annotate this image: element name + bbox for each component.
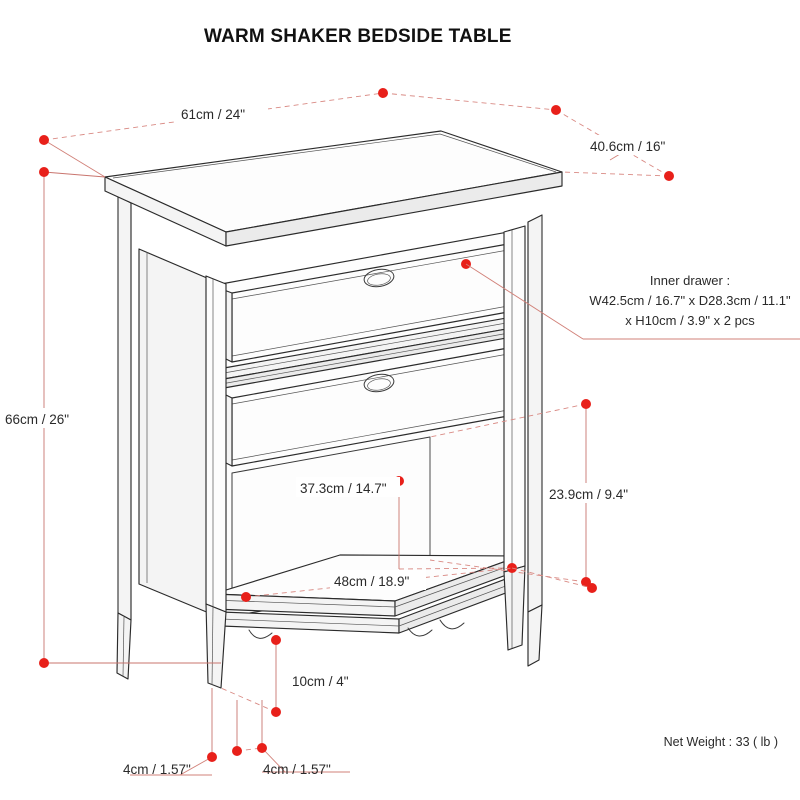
leg-front-left <box>205 275 227 689</box>
inner-drawer-note-line3: x H10cm / 3.9" x 2 pcs <box>625 313 755 328</box>
dim-label-depth: 40.6cm / 16" <box>590 139 666 154</box>
foot-back-right <box>527 604 543 667</box>
dimension-width: 61cm / 24" <box>39 88 557 178</box>
dimension-leg-clearance: 10cm / 4" <box>220 635 368 717</box>
dim-label-shelf-width: 48cm / 18.9" <box>334 574 410 589</box>
dimension-depth: 40.6cm / 16" <box>551 105 690 181</box>
dim-label-width: 61cm / 24" <box>181 107 245 122</box>
dim-marker-depth-bottom <box>664 171 674 181</box>
dim-marker-leg-section-left <box>207 752 217 762</box>
dim-marker-leg-section-right <box>257 743 267 753</box>
dim-label-leg-thickness-left: 4cm / 1.57" <box>123 762 191 777</box>
net-weight-label: Net Weight : 33 ( lb ) <box>664 735 778 749</box>
dim-marker-shelf-width-right <box>587 583 597 593</box>
drawer-pull-lower[interactable] <box>363 372 395 394</box>
dimension-leg-section: 4cm / 1.57" 4cm / 1.57" <box>123 688 350 777</box>
drawer-upper[interactable] <box>223 243 509 363</box>
drawer-pull-upper[interactable] <box>363 267 395 289</box>
dim-marker-open-shelf-top <box>581 399 591 409</box>
leg-back-left <box>117 195 132 621</box>
dim-marker-leg-section-center <box>232 746 242 756</box>
page-title: WARM SHAKER BEDSIDE TABLE <box>204 26 512 47</box>
dim-label-shelf-depth: 37.3cm / 14.7" <box>300 481 387 496</box>
dim-marker-leg-clearance-bottom <box>271 707 281 717</box>
dimension-open-shelf-height: 23.9cm / 9.4" <box>429 399 655 587</box>
inner-drawer-note-line1: Inner drawer : <box>650 273 730 288</box>
leg-front-right <box>503 225 526 651</box>
dimension-height: 66cm / 26" <box>2 167 221 668</box>
dim-marker-depth-top <box>551 105 561 115</box>
dim-label-height: 66cm / 26" <box>5 412 69 427</box>
dim-marker-height-top <box>39 167 49 177</box>
dim-label-leg-clearance: 10cm / 4" <box>292 674 349 689</box>
foot-back-left <box>116 612 132 680</box>
dim-marker-leg-clearance-top <box>271 635 281 645</box>
dimension-shelf-depth: 37.3cm / 14.7" <box>296 476 517 573</box>
dimension-shelf-width: 48cm / 18.9" <box>241 567 597 602</box>
dim-marker-height-bottom <box>39 658 49 668</box>
dim-marker-shelf-width-left <box>241 592 251 602</box>
inner-drawer-note: Inner drawer : W42.5cm / 16.7" x D28.3cm… <box>461 259 800 340</box>
dim-label-open-shelf-height: 23.9cm / 9.4" <box>549 487 628 502</box>
inner-drawer-note-line2: W42.5cm / 16.7" x D28.3cm / 11.1" <box>589 293 791 308</box>
furniture-illustration <box>104 130 563 689</box>
dim-label-leg-thickness-right: 4cm / 1.57" <box>263 762 331 777</box>
table-top <box>104 130 563 247</box>
dim-marker-width-right <box>378 88 388 98</box>
dim-marker-width-left <box>39 135 49 145</box>
